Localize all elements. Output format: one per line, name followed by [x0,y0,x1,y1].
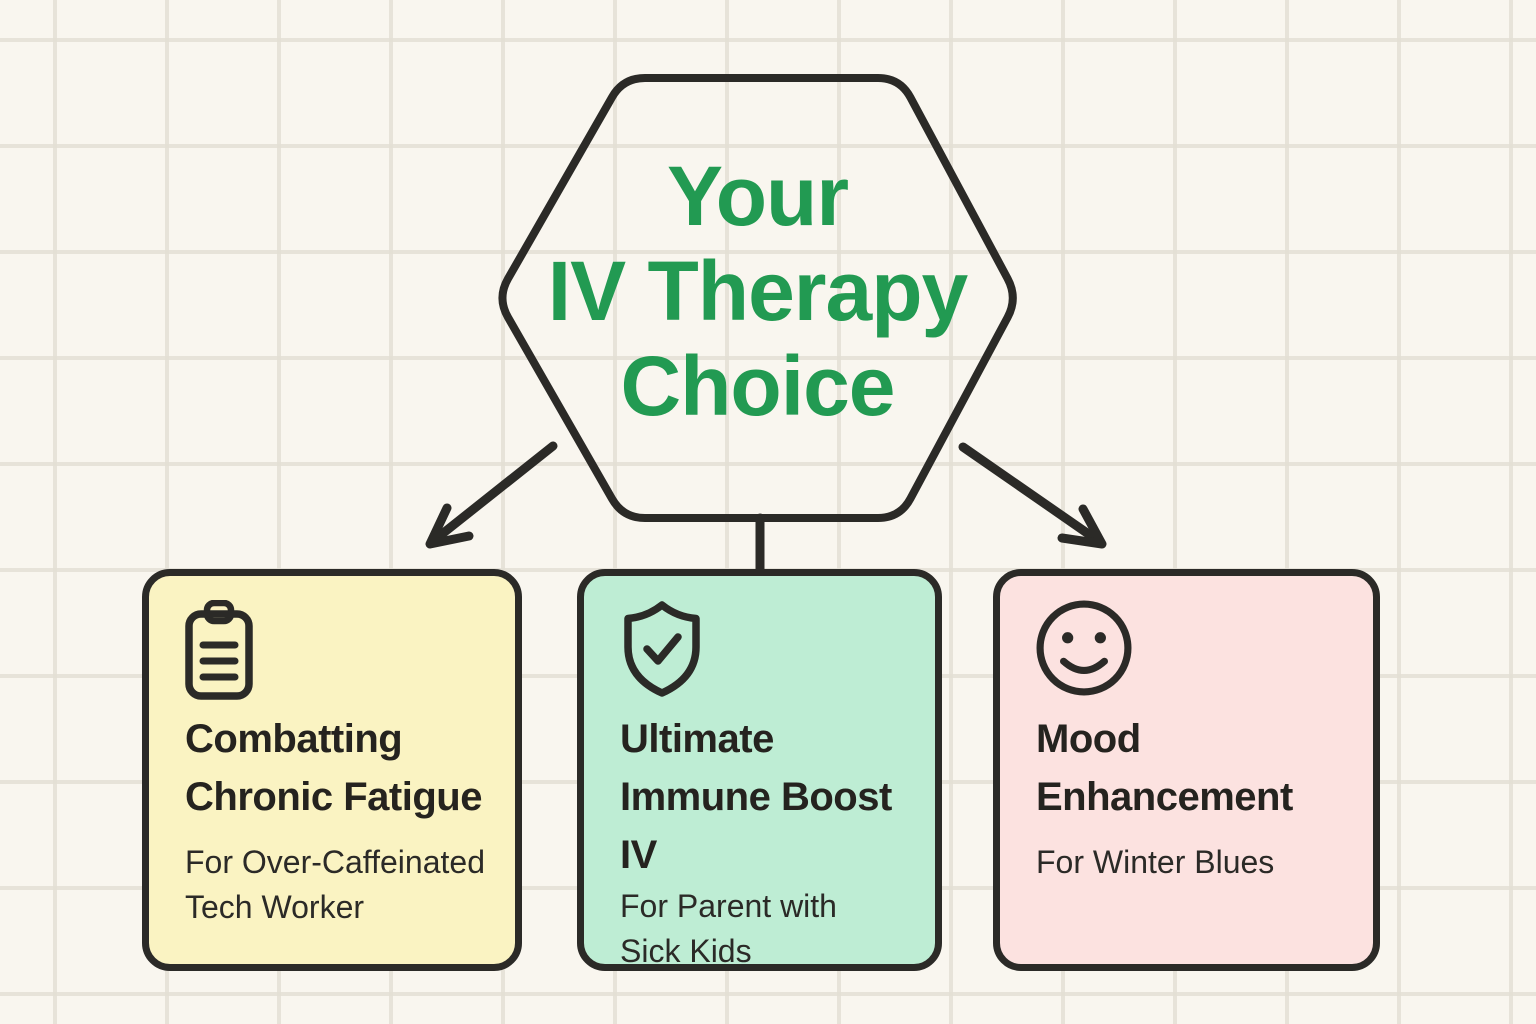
card-title: Ultimate Immune Boost IV [620,717,892,877]
smiley-face-icon [1036,600,1363,700]
card-ultimate-immune-boost-iv: Ultimate Immune Boost IV For Parent with… [577,569,942,971]
arrow-to-mood-card [958,442,1107,549]
shield-check-icon [620,600,925,700]
battery-icon [185,600,505,700]
hexagon-outline [498,74,1017,522]
diagram-title: Your IV Therapy Choice [547,148,968,433]
card-mood-enhancement: Mood Enhancement For Winter Blues [993,569,1380,971]
card-subtitle: For Parent with Sick Kids [620,888,837,969]
card-subtitle: For Over-Caffeinated Tech Worker [185,844,485,925]
card-combatting-chronic-fatigue: Combatting Chronic Fatigue For Over-Caff… [142,569,522,971]
card-subtitle: For Winter Blues [1036,844,1275,880]
arrow-to-fatigue-card [425,441,558,549]
card-title: Mood Enhancement [1036,717,1293,819]
card-title: Combatting Chronic Fatigue [185,717,482,819]
